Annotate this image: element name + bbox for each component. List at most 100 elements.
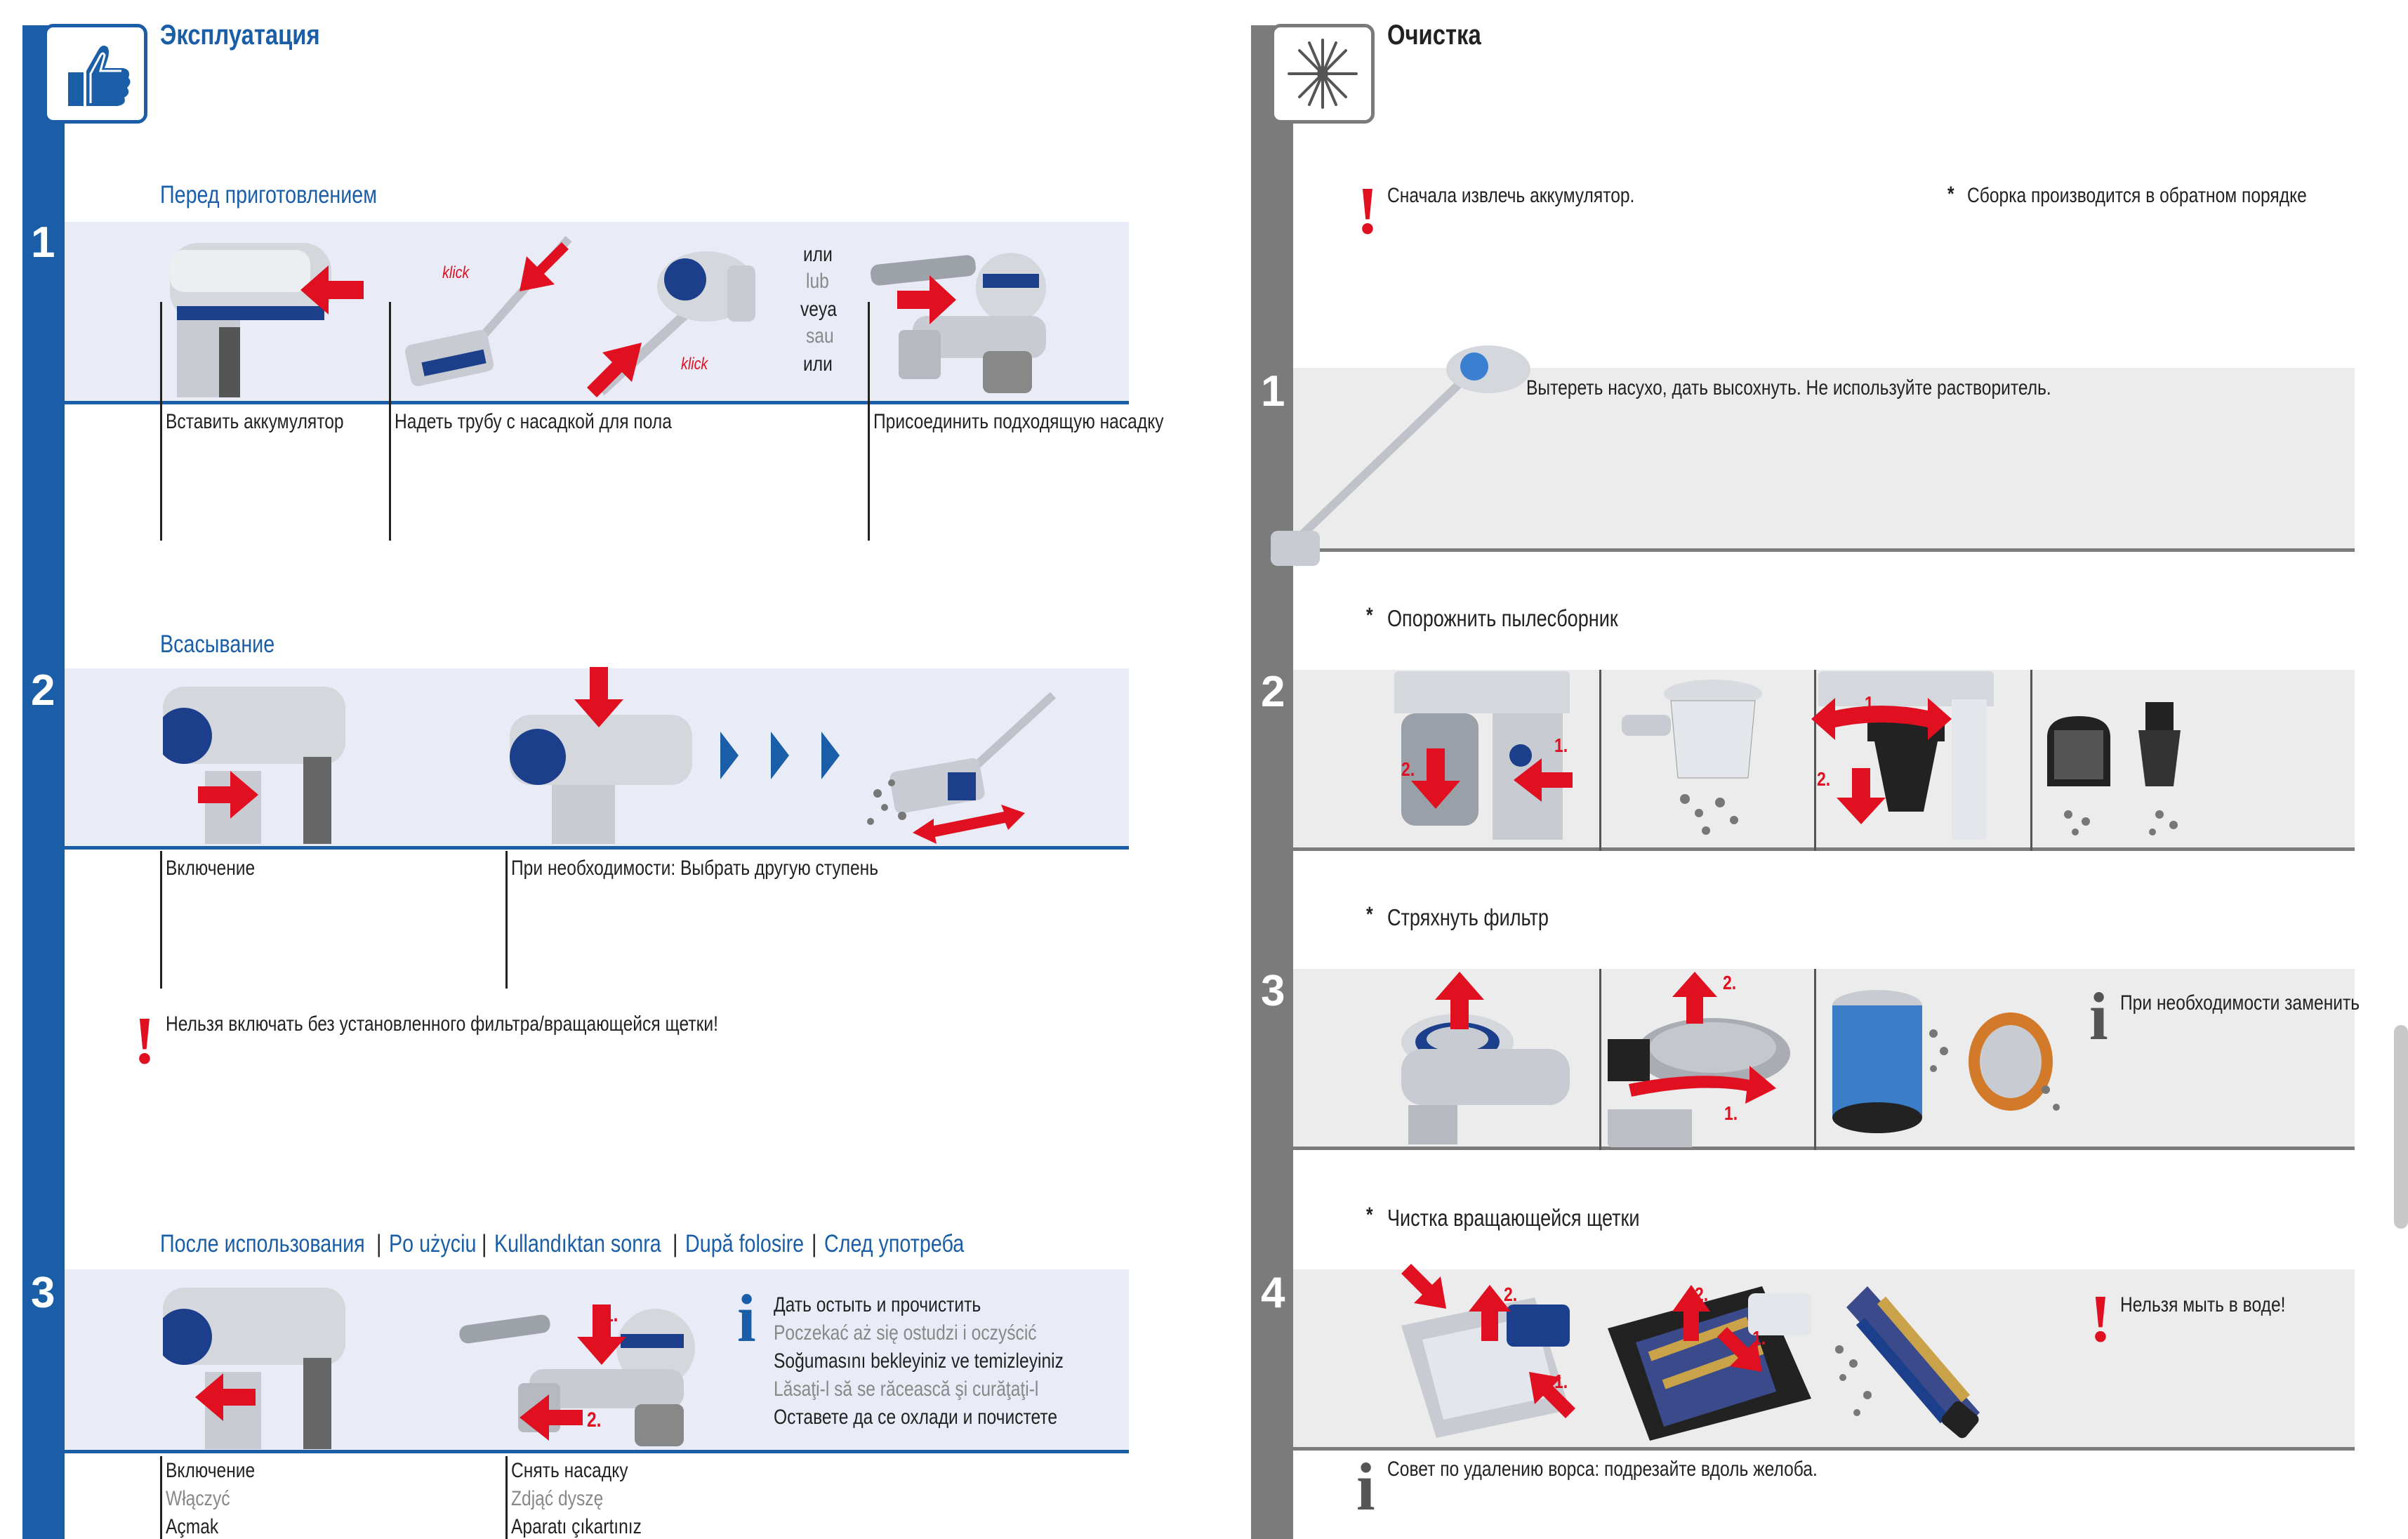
reverse-order-note: Сборка производится в обратном порядке <box>1967 184 2307 207</box>
title-separator: | <box>812 1230 817 1257</box>
section-1-title: Перед приготовлением <box>160 181 377 209</box>
insert-battery-photo <box>163 229 366 397</box>
caption-select-level: При необходимости: Выбрать другую ступен… <box>511 857 879 880</box>
left-sidebar <box>22 25 65 1539</box>
info-icon: i <box>737 1281 756 1356</box>
section-3-title-part: Kullandıktan sonra <box>494 1230 661 1257</box>
info-line: Оставете да се охлади и почистете <box>774 1406 1058 1429</box>
divider <box>505 851 508 989</box>
divider <box>1599 969 1601 1150</box>
step-label-1: 1. <box>1865 692 1879 714</box>
red-arrow-icon <box>577 1304 626 1365</box>
select-power-photo <box>510 673 692 844</box>
or-word: или <box>803 352 833 376</box>
red-arrow-icon <box>1717 1327 1762 1372</box>
red-arrow-icon <box>1435 972 1484 1029</box>
info-line: Soğumasını bekleyiniz ve temizleyiniz <box>774 1349 1064 1373</box>
section-3-title-part: Po użyciu <box>389 1230 477 1257</box>
star-mark: * <box>1366 1203 1373 1227</box>
step-label-2: 2. <box>587 1408 602 1432</box>
step-label-2: 2. <box>1723 972 1737 993</box>
divider <box>2030 670 2032 851</box>
divider <box>1814 969 1816 1150</box>
or-word: sau <box>806 324 834 348</box>
caption-switch-on: Включение <box>166 857 256 880</box>
section-3-title-part: După folosire <box>685 1230 805 1257</box>
red-arrow-icon <box>587 343 642 397</box>
step-number-3: 3 <box>31 1269 55 1317</box>
title-separator: | <box>482 1230 487 1257</box>
step-label-1: 1. <box>1752 1327 1766 1349</box>
warning-icon: ! <box>2089 1281 2112 1356</box>
caption-line: Zdjąć dyszę <box>511 1487 604 1510</box>
divider <box>1599 670 1601 851</box>
or-word: veya <box>800 298 837 321</box>
scrollbar[interactable] <box>2394 1025 2408 1229</box>
or-word: или <box>803 243 833 266</box>
star-mark: * <box>1366 604 1373 627</box>
rotate-arrow-icon <box>1811 698 1952 740</box>
red-arrow-icon <box>520 1394 583 1441</box>
star-mark: * <box>1366 903 1373 926</box>
step-label-2: 2. <box>1817 768 1831 790</box>
clean-step-number-4: 4 <box>1261 1269 1285 1317</box>
section-3-title-part: После использования <box>160 1230 365 1257</box>
double-arrow-icon <box>913 805 1025 844</box>
section-3-title-part: След употреба <box>824 1230 965 1257</box>
warning-icon: ! <box>133 1003 156 1078</box>
step-label-1: 1. <box>604 1303 618 1326</box>
brush-cover-photo <box>1394 1269 1577 1445</box>
info-line: Lăsaţi-l să se răcească şi curăţaţi-l <box>774 1378 1039 1401</box>
rotate-arrow-icon <box>1629 1066 1776 1104</box>
divider <box>160 302 162 541</box>
caption-line: Снять насадку <box>511 1459 628 1482</box>
red-arrow-icon <box>520 242 569 291</box>
divider <box>1814 670 1816 851</box>
red-arrow-icon <box>1401 1264 1446 1309</box>
filter-lift-photo <box>1394 986 1570 1144</box>
lint-removal-tip: Совет по удалению ворса: подрезайте вдол… <box>1387 1458 1818 1481</box>
clean-section-4-title: Чистка вращающейся щетки <box>1387 1205 1640 1231</box>
no-water-text: Нельзя мыть в воде! <box>2120 1293 2286 1316</box>
clean-section-1-band <box>1293 368 2355 552</box>
red-arrow-icon <box>1469 1285 1511 1341</box>
clean-step-number-1: 1 <box>1261 367 1285 416</box>
caption-line: Aparatı çıkartınız <box>511 1515 642 1538</box>
vacuum-stick-photo <box>1257 327 1537 580</box>
divider <box>868 302 870 541</box>
red-arrow-icon <box>1837 768 1886 824</box>
right-page-title: Очистка <box>1387 20 1481 51</box>
brush-roller-photo <box>1825 1272 1987 1445</box>
step-label-1: 1. <box>1724 1102 1738 1124</box>
clean-step-number-3: 3 <box>1261 967 1285 1015</box>
info-icon: i <box>2089 979 2108 1054</box>
divider <box>160 851 162 989</box>
klick-label: klick <box>442 263 470 282</box>
red-arrow-icon <box>897 275 956 324</box>
caption-line: Включение <box>166 1459 256 1482</box>
title-separator: | <box>376 1230 382 1257</box>
thumbs-up-icon <box>44 24 147 124</box>
filter-replace-photo <box>1821 984 2067 1146</box>
info-line: Дать остыть и прочистить <box>774 1293 981 1316</box>
caption-attach-tube: Надеть трубу с насадкой для пола <box>395 410 672 433</box>
step-number-2: 2 <box>31 666 55 715</box>
section-2-title: Всасывание <box>160 630 275 658</box>
red-arrow-icon <box>195 1373 256 1421</box>
star-mark: * <box>1947 183 1954 206</box>
replace-if-needed-text: При необходимости заменить <box>2120 991 2360 1015</box>
warning-battery-text: Сначала извлечь аккумулятор. <box>1387 184 1635 207</box>
caption-insert-battery: Вставить аккумулятор <box>166 410 344 433</box>
warning-filter-text: Нельзя включать без установленного фильт… <box>166 1012 718 1036</box>
divider <box>389 302 391 541</box>
red-arrow-icon <box>1672 1285 1710 1341</box>
switch-off-photo <box>163 1274 345 1449</box>
info-icon: i <box>1356 1449 1375 1524</box>
filter-parts-photo <box>2040 688 2195 847</box>
wipe-dry-text: Вытереть насухо, дать высохнуть. Не испо… <box>1526 376 2051 399</box>
clean-section-2-title: Опорожнить пылесборник <box>1387 605 1618 631</box>
caption-line: Açmak <box>166 1515 219 1538</box>
step-label-2: 2. <box>1401 758 1415 780</box>
step-number-1: 1 <box>31 218 55 267</box>
sparkle-icon <box>1271 24 1375 124</box>
